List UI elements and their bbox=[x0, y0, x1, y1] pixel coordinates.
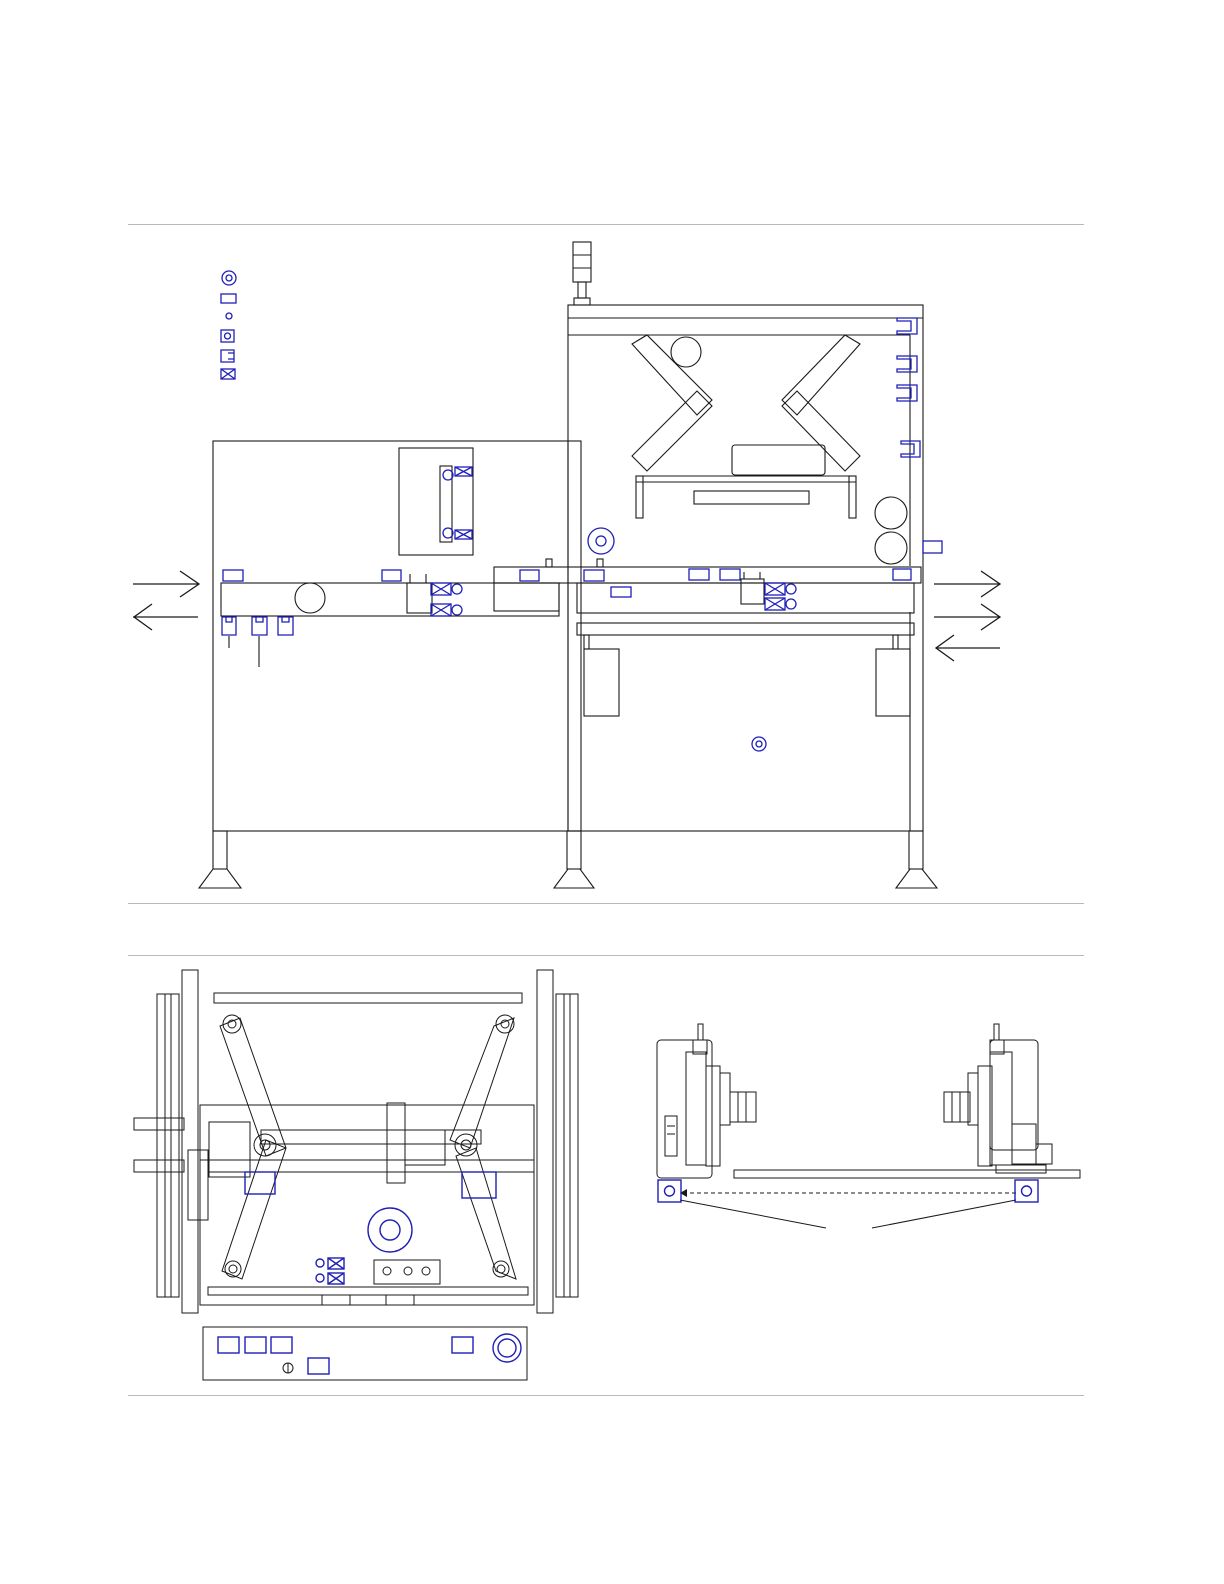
right-clamp-unit bbox=[944, 1024, 1052, 1173]
end-view-sensors bbox=[218, 1172, 521, 1374]
signal-tower bbox=[573, 242, 591, 305]
legend-rectangle-sensor-icon bbox=[221, 294, 236, 303]
front-elevation-view bbox=[133, 242, 1000, 888]
arrow-in-left-icon bbox=[133, 571, 199, 597]
side-clamp-view bbox=[657, 1024, 1080, 1228]
arrow-out-left-icon bbox=[133, 604, 198, 630]
arrow-out-right-icon bbox=[934, 571, 1000, 597]
legend-double-circle-sensor-icon bbox=[222, 271, 236, 285]
legend-small-circle-sensor-icon bbox=[226, 313, 232, 319]
side-clamp-sensors bbox=[658, 1180, 1038, 1202]
legend-notched-sensor-icon bbox=[221, 350, 234, 362]
legend-square-circle-sensor-icon bbox=[221, 330, 234, 342]
arrow-in-right-icon bbox=[936, 635, 1000, 661]
front-elevation-sensors bbox=[222, 318, 942, 751]
legend bbox=[221, 271, 236, 379]
left-clamp-unit bbox=[657, 1024, 756, 1178]
legend-crossed-box-sensor-icon bbox=[221, 369, 235, 379]
left-cabinet bbox=[199, 441, 581, 888]
conveyor-rail bbox=[221, 559, 921, 616]
arrow-out-right-lower-icon bbox=[934, 604, 1000, 630]
end-view bbox=[134, 970, 578, 1380]
